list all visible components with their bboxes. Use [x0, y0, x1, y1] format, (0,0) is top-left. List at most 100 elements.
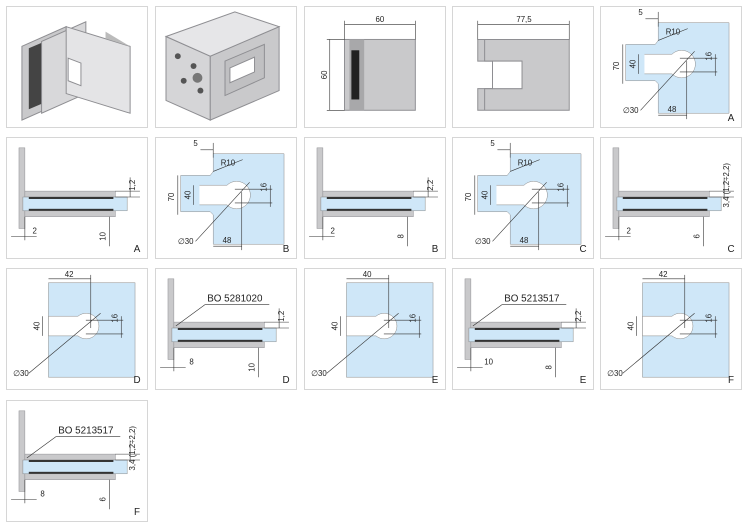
clamp-top — [173, 321, 265, 329]
variant-label: E — [580, 375, 587, 386]
screw-hole — [192, 72, 203, 83]
glass-edge — [320, 196, 426, 212]
technical-drawing: 3,4 (1,2÷2,2)62C — [605, 147, 735, 255]
dimension-offset: 5 — [193, 139, 198, 148]
dimension-diameter: ∅30 — [475, 237, 491, 246]
variant-label: C — [727, 244, 734, 255]
clamp-bottom — [470, 341, 562, 348]
dimension-radius: R10 — [518, 159, 533, 168]
clamp-top — [470, 321, 562, 329]
dimension-line — [175, 304, 206, 327]
clamp-bottom — [24, 473, 116, 480]
dimension-slot: 40 — [331, 321, 340, 330]
dimension-top: 3,4 (1,2÷2,2) — [128, 426, 137, 471]
variant-label: B — [283, 244, 290, 255]
clamp-bottom — [322, 210, 414, 217]
gasket-bottom — [28, 471, 114, 474]
dimension-width: 40 — [363, 270, 372, 279]
dimension-line — [492, 182, 547, 242]
technical-drawing — [164, 11, 281, 121]
dimension-line — [26, 436, 57, 459]
gasket-top — [177, 328, 263, 330]
glass-edge — [171, 327, 277, 343]
dimension-height: 70 — [167, 192, 176, 201]
technical-drawing: 77,5 — [477, 15, 570, 111]
dimension-gap: 2 — [331, 226, 335, 235]
wall-plate — [18, 147, 26, 229]
dimension-radius: R10 — [221, 159, 236, 168]
dimension-line — [472, 304, 503, 327]
dimension-width: 77,5 — [516, 15, 532, 24]
dimension-bottom: 8 — [397, 234, 406, 239]
dimension-bottom: 10 — [248, 362, 257, 371]
glass-cutout — [496, 181, 548, 209]
glass-edge — [22, 196, 128, 212]
gasket-bottom — [326, 208, 412, 211]
dimension-diameter: ∅30 — [607, 369, 623, 378]
hinge-slot — [492, 60, 523, 90]
clamp-bottom — [618, 210, 710, 217]
dimension-slot: 40 — [629, 59, 638, 68]
clamp-bottom — [24, 210, 116, 217]
dimension-line — [510, 159, 540, 172]
dimension-hole: 16 — [556, 182, 565, 191]
clamp-top — [618, 190, 710, 198]
variant-label: D — [133, 375, 140, 386]
dimension-top: 2,2 — [426, 180, 435, 191]
dimension-offset: 5 — [638, 8, 643, 17]
clamp-top — [24, 453, 116, 461]
dimension-hole: 16 — [110, 313, 119, 322]
wall-plate — [316, 147, 324, 229]
hinge-gasket — [351, 50, 360, 100]
wall-plate — [167, 278, 175, 360]
glass-cutout — [642, 313, 694, 340]
dimension-gap: 2 — [33, 226, 37, 235]
dimension-top: 1,2 — [277, 311, 286, 322]
technical-drawing: 42 40 16 ∅30D — [13, 270, 140, 386]
dimension-slot: 40 — [184, 190, 193, 199]
drawing-cell-top: 77,5 — [452, 6, 594, 128]
dimension-radius: R10 — [666, 28, 681, 37]
dimension-width: 60 — [376, 15, 385, 24]
gasket-bottom — [622, 208, 708, 211]
hinge-top — [164, 11, 281, 57]
dimension-slot: 40 — [481, 190, 490, 199]
clamp-top — [322, 190, 414, 198]
dimension-hole: 16 — [408, 313, 417, 322]
gasket-bottom — [28, 208, 114, 211]
variant-label: F — [728, 375, 734, 386]
wall-plate — [464, 278, 472, 360]
gasket-top — [28, 460, 114, 462]
glass-cutout — [48, 313, 100, 340]
dimension-line — [658, 28, 688, 41]
dimension-depth: 48 — [668, 105, 677, 114]
part-code: BO 5213517 — [58, 425, 113, 436]
variant-label: E — [432, 375, 439, 386]
dimension-slot: 40 — [33, 321, 42, 330]
gasket-bottom — [474, 339, 560, 342]
variant-label: F — [134, 507, 140, 518]
dimension-gap: 2 — [627, 226, 631, 235]
dimension-width: 42 — [65, 270, 74, 279]
dimension-line — [622, 313, 695, 374]
glass-edge — [468, 327, 574, 343]
dimension-line — [640, 51, 695, 111]
dimension-diameter: ∅30 — [13, 369, 29, 378]
glass-edge — [22, 459, 128, 475]
dimension-line — [28, 313, 101, 374]
gasket-top — [326, 197, 412, 199]
